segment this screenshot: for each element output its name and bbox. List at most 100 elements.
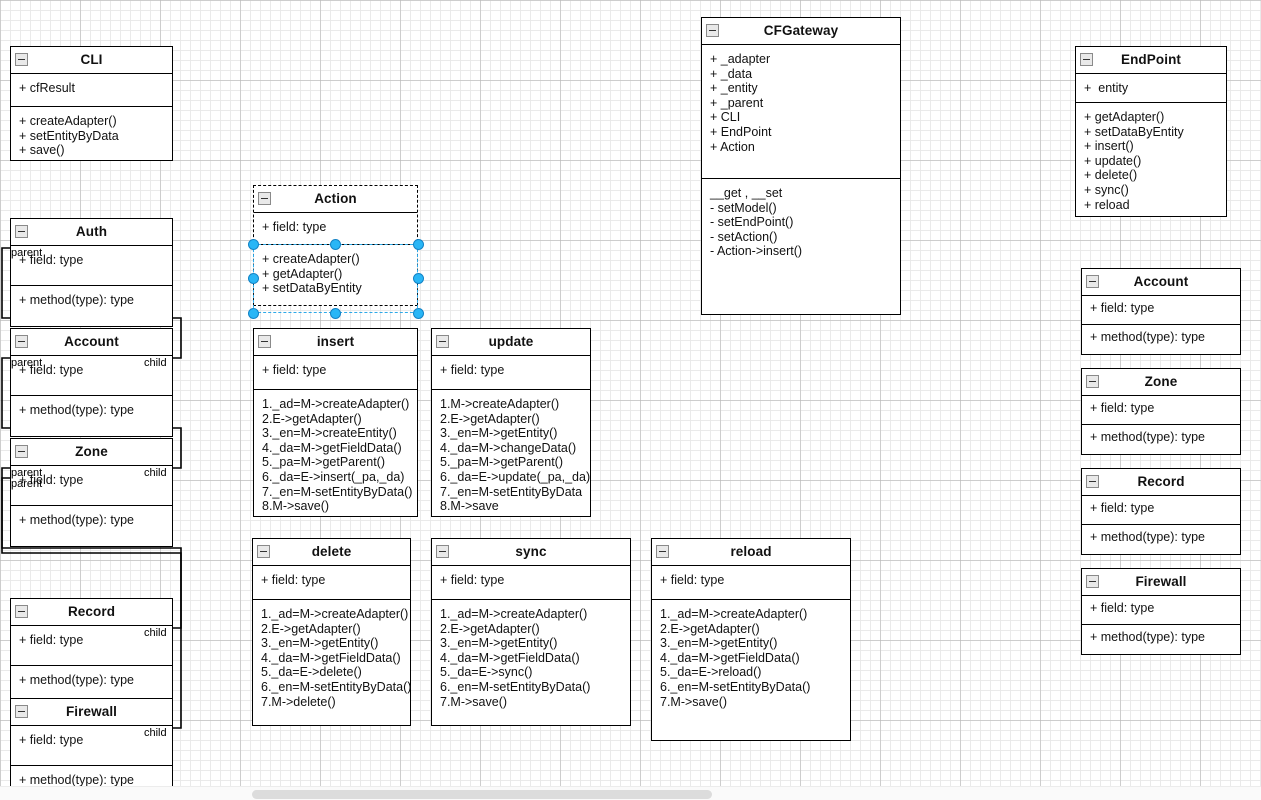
uml-class-zone-right[interactable]: Zone+ field: type+ method(type): type [1081,368,1241,455]
resize-handle-nw[interactable] [247,238,259,250]
class-member: + _entity [710,81,758,96]
class-member: 3._en=M->getEntity() [440,426,558,441]
class-member: + field: type [1090,301,1155,315]
class-member: + field: type [1090,601,1155,615]
resize-handle-n[interactable] [330,238,341,250]
class-member: 6._da=E->insert(_pa,_da) [262,469,405,484]
uml-class-zone-left[interactable]: Zone+ field: type+ method(type): type [10,438,173,547]
uml-class-firewall-left[interactable]: Firewall+ field: type+ method(type): typ… [10,698,173,786]
uml-class-record-left[interactable]: Record+ field: type + method(type): type [10,598,173,707]
collapse-minus-icon[interactable] [258,335,271,348]
collapse-minus-icon[interactable] [1086,275,1099,288]
class-section-record-right-0: + field: type [1082,496,1240,525]
uml-class-account-right[interactable]: Account+ field: type+ method(type): type [1081,268,1241,355]
uml-class-action[interactable]: Action+ field: type+ createAdapter()+ ge… [253,185,418,306]
collapse-minus-icon[interactable] [257,545,270,558]
collapse-minus-icon[interactable] [258,192,271,205]
class-member: 7._en=M-setEntityByData [440,484,583,499]
class-member: + Action [710,139,755,154]
class-section-firewall-left-1: + method(type): type [11,766,172,786]
class-section-cli-1: + createAdapter()+ setEntityByData+ save… [11,107,172,160]
class-name-label: Zone [1144,374,1178,389]
class-name-label: Action [314,191,357,206]
class-member: + EndPoint [710,124,772,139]
class-section-endpoint-1: + getAdapter()+ setDataByEntity+ insert(… [1076,103,1226,216]
class-member: 2.E->getAdapter() [660,621,760,636]
collapse-minus-icon[interactable] [706,24,719,37]
class-section-zone-right-1: + method(type): type [1082,425,1240,454]
class-member: + field: type [262,363,327,377]
class-member: 1._ad=M->createAdapter() [660,607,808,621]
collapse-minus-icon[interactable] [1086,375,1099,388]
connector-zone-to-firewall[interactable] [1,477,182,729]
resize-handle-se[interactable] [412,307,424,319]
uml-class-record-right[interactable]: Record+ field: type+ method(type): type [1081,468,1241,555]
collapse-minus-icon[interactable] [436,335,449,348]
class-member: 7.M->save() [660,694,728,709]
class-member: 2.E->getAdapter() [261,621,361,636]
collapse-minus-icon[interactable] [15,335,28,348]
uml-class-cli[interactable]: CLI+ cfResult+ createAdapter()+ setEntit… [10,46,173,161]
resize-handle-s[interactable] [330,307,341,319]
resize-handle-sw[interactable] [247,307,259,319]
class-section-auth-1: + method(type): type [11,286,172,326]
class-member: 2.E->getAdapter() [440,621,540,636]
collapse-minus-icon[interactable] [1080,53,1093,66]
uml-class-account-left[interactable]: Account+ field: type+ method(type): type [10,328,173,437]
class-member: + field: type [1090,501,1155,515]
collapse-minus-icon[interactable] [1086,475,1099,488]
class-section-record-left-0: + field: type [11,626,172,666]
class-member: + field: type [440,573,505,587]
class-member: + CLI [710,110,741,125]
connector-zone-to-record[interactable] [1,467,182,629]
class-title-sync: sync [432,539,630,566]
resize-handle-e[interactable] [412,273,424,284]
collapse-minus-icon[interactable] [656,545,669,558]
class-member: + update() [1084,153,1142,168]
class-section-cfgateway-0: + _adapter+ _data+ _entity+ _parent+ CLI… [702,45,900,179]
class-section-account-left-0: + field: type [11,356,172,396]
class-section-reload-1: 1._ad=M->createAdapter()2.E->getAdapter(… [652,600,850,740]
class-section-action-1: + createAdapter()+ getAdapter()+ setData… [254,245,417,305]
collapse-minus-icon[interactable] [1086,575,1099,588]
uml-class-auth[interactable]: Auth+ field: type+ method(type): type [10,218,173,327]
class-title-account-right: Account [1082,269,1240,296]
collapse-minus-icon[interactable] [15,225,28,238]
uml-class-cfgateway[interactable]: CFGateway+ _adapter+ _data+ _entity+ _pa… [701,17,901,315]
collapse-minus-icon[interactable] [15,705,28,718]
class-title-endpoint: EndPoint [1076,47,1226,74]
horizontal-scrollbar-track[interactable] [0,786,1261,800]
class-section-update-1: 1.M->createAdapter()2.E->getAdapter()3._… [432,390,590,516]
uml-class-firewall-right[interactable]: Firewall+ field: type+ method(type): typ… [1081,568,1241,655]
class-member: + setDataByEntity [1084,124,1184,139]
class-member: 1.M->createAdapter() [440,397,560,411]
collapse-minus-icon[interactable] [15,445,28,458]
resize-handle-ne[interactable] [412,238,424,250]
class-section-firewall-right-0: + field: type [1082,596,1240,625]
class-member: + method(type): type [19,673,134,687]
class-member: + insert() [1084,139,1134,154]
class-member: + createAdapter() [19,114,117,128]
class-member: + save() [19,143,65,158]
horizontal-scrollbar-thumb[interactable] [252,790,712,799]
resize-handle-w[interactable] [247,273,259,284]
class-section-reload-0: + field: type [652,566,850,600]
class-member: + delete() [1084,168,1138,183]
class-section-cli-0: + cfResult [11,74,172,107]
class-name-label: Account [64,334,119,349]
class-member: + cfResult [19,81,75,95]
class-section-delete-0: + field: type [253,566,410,600]
class-section-account-right-0: + field: type [1082,296,1240,325]
collapse-minus-icon[interactable] [15,53,28,66]
collapse-minus-icon[interactable] [15,605,28,618]
class-title-record-left: Record [11,599,172,626]
class-member: + _adapter [710,52,771,66]
uml-class-endpoint[interactable]: EndPoint+ entity+ getAdapter()+ setDataB… [1075,46,1227,217]
collapse-minus-icon[interactable] [436,545,449,558]
